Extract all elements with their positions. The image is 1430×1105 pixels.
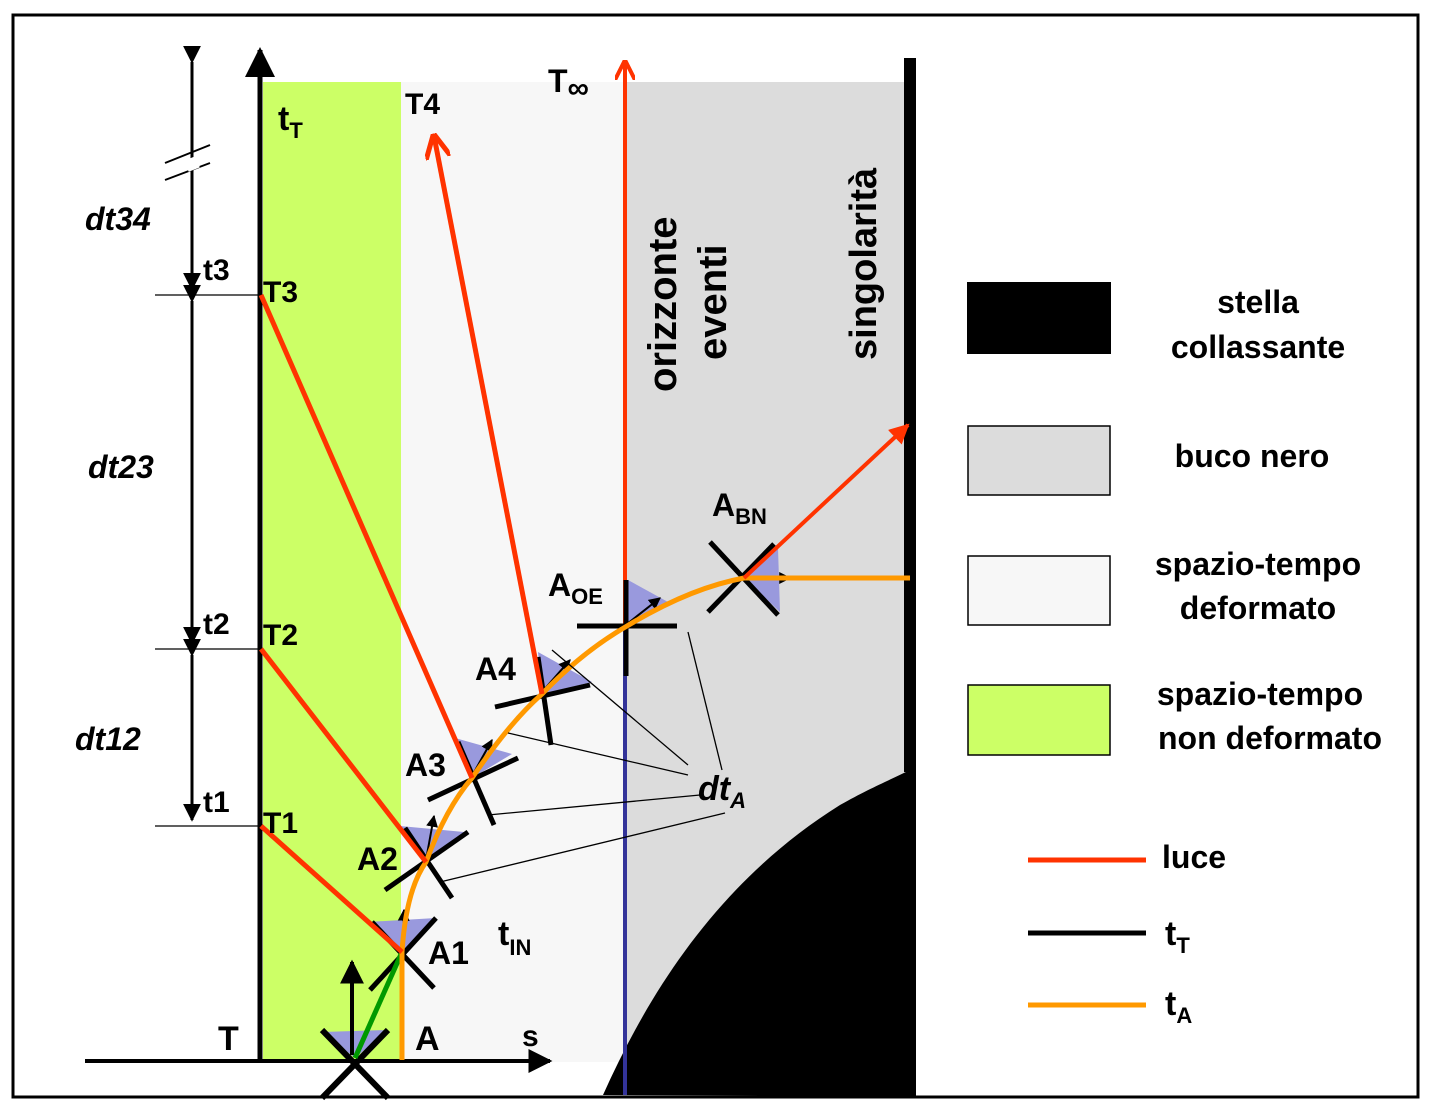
legend-swatch-black-hole — [967, 425, 1111, 496]
label-AOE: AOE — [548, 567, 603, 609]
legend-light: luce — [1162, 839, 1226, 875]
label-Tinf: T∞ — [548, 63, 589, 105]
legend-tT: tT — [1165, 915, 1190, 958]
cone-A — [322, 1030, 388, 1058]
light-ray-T3 — [258, 293, 475, 780]
legend-deformed-2: deformato — [1180, 590, 1336, 626]
label-tT: tT — [278, 100, 303, 143]
label-dtA: dtA — [698, 770, 746, 813]
cross-A — [319, 1027, 391, 1101]
label-A4: A4 — [475, 651, 516, 687]
label-A3: A3 — [405, 747, 446, 783]
label-A1: A1 — [428, 935, 469, 971]
label-dt12: dt12 — [75, 721, 141, 757]
break-gap — [184, 156, 200, 172]
collapsing-star — [603, 770, 916, 1096]
label-ABN: ABN — [712, 487, 767, 529]
label-t2: t2 — [203, 608, 230, 641]
break-mark-2 — [164, 162, 211, 181]
label-singularity: singolarità — [843, 167, 885, 360]
label-horizon-2: eventi — [691, 244, 735, 360]
label-A2: A2 — [357, 841, 398, 877]
label-s: s — [522, 1020, 539, 1053]
label-T2: T2 — [263, 619, 298, 652]
legend-swatch-deformed — [967, 555, 1111, 626]
legend-deformed-1: spazio-tempo — [1155, 546, 1361, 582]
legend-undeformed-1: spazio-tempo — [1157, 676, 1363, 712]
label-T: T — [218, 1020, 239, 1058]
label-t1: t1 — [203, 786, 230, 819]
light-ray-ABN — [742, 423, 910, 580]
label-dt23: dt23 — [88, 449, 154, 485]
label-A: A — [415, 1020, 440, 1058]
label-T4: T4 — [405, 88, 440, 121]
label-T1: T1 — [263, 807, 298, 840]
label-horizon-1: orizzonte — [641, 216, 685, 392]
undeformed-region — [263, 82, 401, 1062]
legend-swatch-star — [967, 282, 1111, 354]
label-dt34: dt34 — [85, 201, 151, 237]
deformed-region — [401, 82, 625, 1062]
legend-undeformed-2: non deformato — [1158, 720, 1382, 756]
break-mark-1 — [164, 144, 211, 164]
label-T3: T3 — [263, 276, 298, 309]
cone-AOE — [627, 580, 668, 626]
legend-swatch-undeformed — [967, 684, 1111, 756]
light-ray-T4 — [434, 136, 545, 695]
legend: stella collassante buco nero spazio-temp… — [967, 282, 1382, 1028]
legend-star-2: collassante — [1171, 329, 1345, 365]
legend-tA: tA — [1165, 985, 1192, 1028]
legend-star-1: stella — [1217, 284, 1299, 320]
light-ray-T2 — [259, 647, 428, 864]
dir-arrow-AOE — [626, 597, 661, 625]
legend-black-hole: buco nero — [1175, 438, 1330, 474]
worldline-tA — [399, 575, 910, 1060]
dtA-leaders — [439, 631, 726, 883]
worldline-start — [352, 950, 405, 1060]
label-t3: t3 — [203, 254, 230, 287]
light-ray-T1 — [259, 824, 404, 954]
label-tIN: tIN — [498, 915, 531, 960]
